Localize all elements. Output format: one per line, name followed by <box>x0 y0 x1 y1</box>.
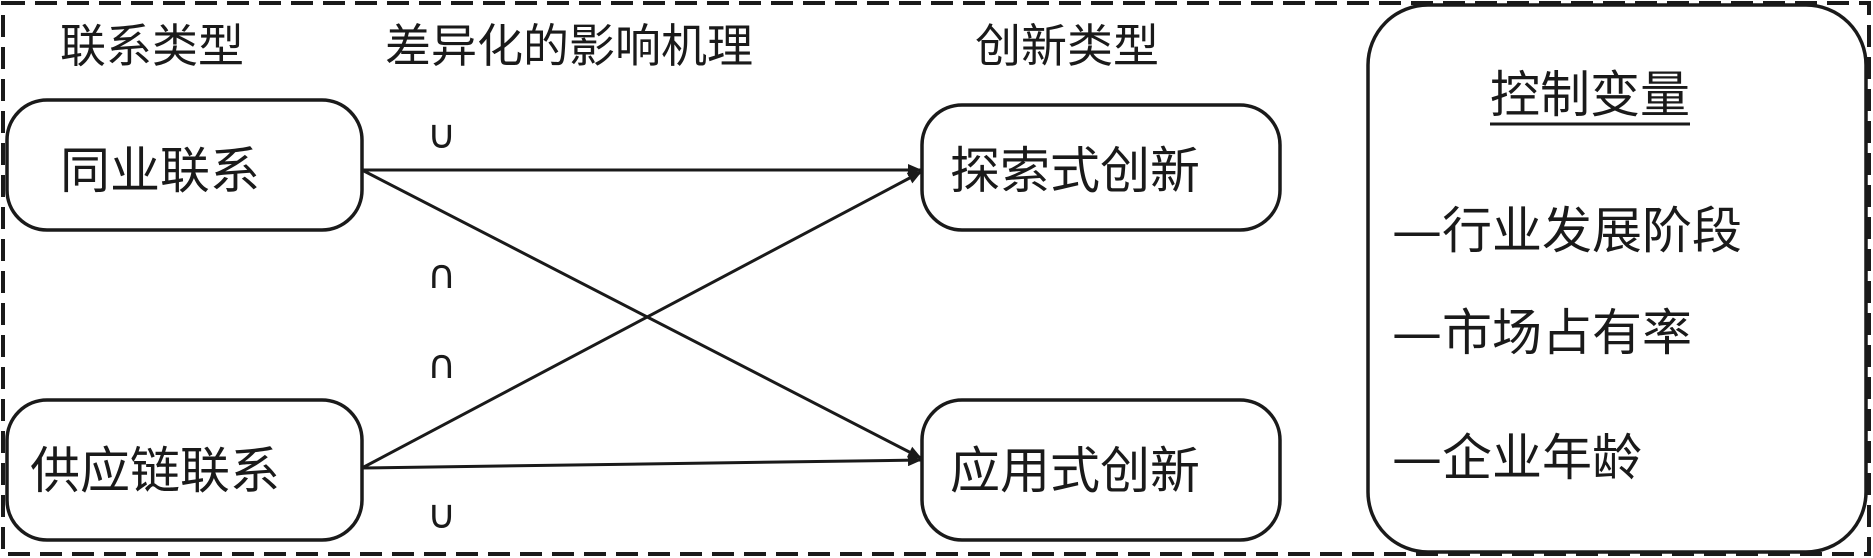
box-control-variables <box>1366 3 1868 554</box>
peer-linkage-label: 同业联系 <box>60 142 260 200</box>
control-item-industry-stage: —行业发展阶段 <box>1392 202 1742 260</box>
symbol-u-shape-peer-exploratory: ∪ <box>427 112 456 158</box>
control-item-market-share: —市场占有率 <box>1392 304 1692 362</box>
symbol-inverted-u-supply-exploratory: ∩ <box>427 342 456 388</box>
control-item-firm-age: —企业年龄 <box>1392 429 1642 487</box>
exploitative-innovation-label: 应用式创新 <box>950 442 1200 500</box>
exploratory-innovation-label: 探索式创新 <box>950 142 1200 200</box>
control-variables-title: 控制变量 <box>1490 66 1690 124</box>
arrow-supply-chain-to-exploratory <box>361 170 922 470</box>
box-exploitative-innovation <box>920 398 1282 542</box>
header-mechanism: 差异化的影响机理 <box>385 19 753 73</box>
arrow-supply-chain-to-exploitative <box>361 454 922 470</box>
header-innovation-type: 创新类型 <box>975 19 1159 73</box>
symbol-u-shape-supply-exploitative: ∪ <box>427 492 456 538</box>
arrow-peer-to-exploitative <box>361 168 922 460</box>
symbol-inverted-u-peer-exploitative: ∩ <box>427 252 456 298</box>
box-exploratory-innovation <box>920 103 1282 232</box>
supply-chain-linkage-label: 供应链联系 <box>30 442 280 500</box>
box-supply-chain-linkage <box>5 398 364 542</box>
box-peer-linkage <box>5 98 364 232</box>
header-linkage-type: 联系类型 <box>60 19 244 73</box>
